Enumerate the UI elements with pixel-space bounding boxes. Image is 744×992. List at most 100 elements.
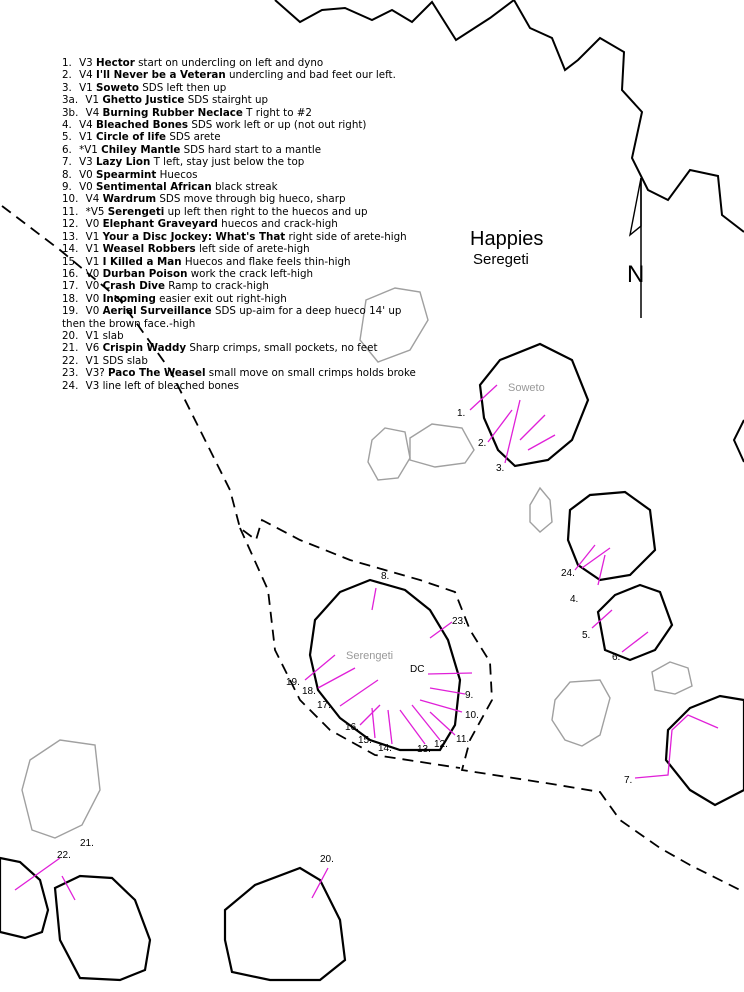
boulder-twenty-two <box>0 856 50 940</box>
route-name: Crispin Waddy <box>102 342 187 355</box>
route-name: Elephant Graveyard <box>102 218 218 231</box>
route-description: SDS move through big hueco, sharp <box>159 193 346 206</box>
boulder-bleached-bones <box>566 490 657 582</box>
map-label-6: 6. <box>612 652 620 663</box>
route-grade: V3 <box>85 379 100 392</box>
route-grade: *V5 <box>85 205 105 218</box>
map-label-4: 4. <box>570 594 578 605</box>
route-number: 9. <box>62 181 72 194</box>
route-grade: V0 <box>79 168 93 181</box>
route-entry: 1. V3 Hector start on undercling on left… <box>62 57 427 69</box>
map-label-7: 7. <box>624 775 632 786</box>
route-entry: 20. V1 slab <box>62 330 427 342</box>
route-grade: V1 <box>85 94 100 107</box>
route-grade: V0 <box>79 181 93 194</box>
route-name: Weasel Robbers <box>102 243 196 256</box>
map-label-18: 18. <box>302 686 316 697</box>
route-name: Your a Disc Jockey: What's That <box>102 230 286 243</box>
route-description: SDS slab <box>102 354 148 367</box>
route-description: T right to #2 <box>246 106 312 119</box>
route-number: 4. <box>62 119 72 132</box>
map-label-17: 17. <box>317 700 331 711</box>
route-description: start on undercling on left and dyno <box>138 57 324 69</box>
boulder-crispin <box>53 874 152 982</box>
area-subtitle: Seregeti <box>473 251 529 268</box>
map-label-11: 11. <box>456 734 469 745</box>
route-name: Sentimental African <box>96 181 212 194</box>
route-number: 13. <box>62 230 79 243</box>
route-grade: V0 <box>85 280 100 293</box>
route-number: 17. <box>62 280 79 293</box>
route-grade: V4 <box>79 119 93 132</box>
route-name: Chiley Mantle <box>101 143 181 156</box>
route-grade: V4 <box>79 69 93 82</box>
route-entry: 24. V3 line left of bleached bones <box>62 380 427 392</box>
route-number: 7. <box>62 156 72 169</box>
route-entry: 18. V0 Incoming easier exit out right-hi… <box>62 293 427 305</box>
route-description: right side of arete-high <box>288 230 407 243</box>
route-name: Circle of life <box>96 131 167 144</box>
route-grade: V1 <box>85 255 100 268</box>
route-name: Spearmint <box>96 168 157 181</box>
route-description: huecos and crack-high <box>221 218 338 231</box>
minor-boulder <box>551 679 611 747</box>
route-entry: 22. V1 SDS slab <box>62 355 427 367</box>
boulder-serengeti <box>308 578 462 752</box>
route-grade: V0 <box>85 305 100 318</box>
route-grade: V4 <box>85 106 100 119</box>
cliff-edge-line-2 <box>732 419 744 463</box>
map-label-19: 19. <box>286 677 300 688</box>
route-number: 8. <box>62 168 72 181</box>
map-label-5: 5. <box>582 630 590 641</box>
route-number: 3a. <box>62 94 79 107</box>
route-name: Bleached Bones <box>96 119 189 132</box>
route-name: Paco The Weasel <box>108 367 206 380</box>
route-name: Hector <box>96 57 135 69</box>
route-number: 19. <box>62 305 79 318</box>
route-grade: V1 <box>79 81 93 94</box>
route-description: line left of bleached bones <box>102 379 240 392</box>
route-description: Ramp to crack-high <box>168 280 269 293</box>
map-label-15: 15. <box>358 735 372 746</box>
route-number: 10. <box>62 193 79 206</box>
map-label-3: 3. <box>496 463 504 474</box>
route-name: Burning Rubber Neclace <box>102 106 243 119</box>
map-label-22: 22. <box>57 850 71 861</box>
map-label-23: 23. <box>452 616 466 627</box>
route-number: 3. <box>62 81 72 94</box>
route-lines <box>14 384 719 901</box>
map-label-12: 12. <box>434 739 448 750</box>
route-entry: 2. V4 I'll Never be a Veteran undercling… <box>62 69 427 81</box>
route-grade: V3? <box>85 367 105 380</box>
map-label-1: 1. <box>457 408 465 419</box>
route-grade: V1 <box>79 131 93 144</box>
route-description: work the crack left-high <box>190 267 314 280</box>
route-name: Wardrum <box>102 193 157 206</box>
route-legend: 1. V3 Hector start on undercling on left… <box>62 57 427 392</box>
map-label-24: 24. <box>561 568 575 579</box>
route-entry: 7. V3 Lazy Lion T left, stay just below … <box>62 156 427 168</box>
map-label-2: 2. <box>478 438 486 449</box>
route-entry: 6. *V1 Chiley Mantle SDS hard start to a… <box>62 144 427 156</box>
route-number: 24. <box>62 379 79 392</box>
route-grade: V0 <box>85 292 100 305</box>
route-description: small move on small crimps holds broke <box>208 367 416 380</box>
route-number: 18. <box>62 292 79 305</box>
route-number: 3b. <box>62 106 79 119</box>
cliff-edge-line <box>274 0 744 233</box>
route-description: left side of arete-high <box>198 243 310 256</box>
route-name: Serengeti <box>107 205 165 218</box>
route-description: SDS work left or up (not out right) <box>191 119 367 132</box>
boulder-soweto <box>478 342 590 468</box>
map-label-13: 13. <box>417 744 431 755</box>
route-entry: 3b. V4 Burning Rubber Neclace T right to… <box>62 107 427 119</box>
route-number: 14. <box>62 243 79 256</box>
route-number: 22. <box>62 354 79 367</box>
route-number: 21. <box>62 342 79 355</box>
route-grade: V0 <box>85 267 100 280</box>
route-entry: 3. V1 Soweto SDS left then up <box>62 82 427 94</box>
minor-boulder <box>409 423 475 468</box>
route-name: I Killed a Man <box>102 255 182 268</box>
route-grade: V1 <box>85 329 100 342</box>
